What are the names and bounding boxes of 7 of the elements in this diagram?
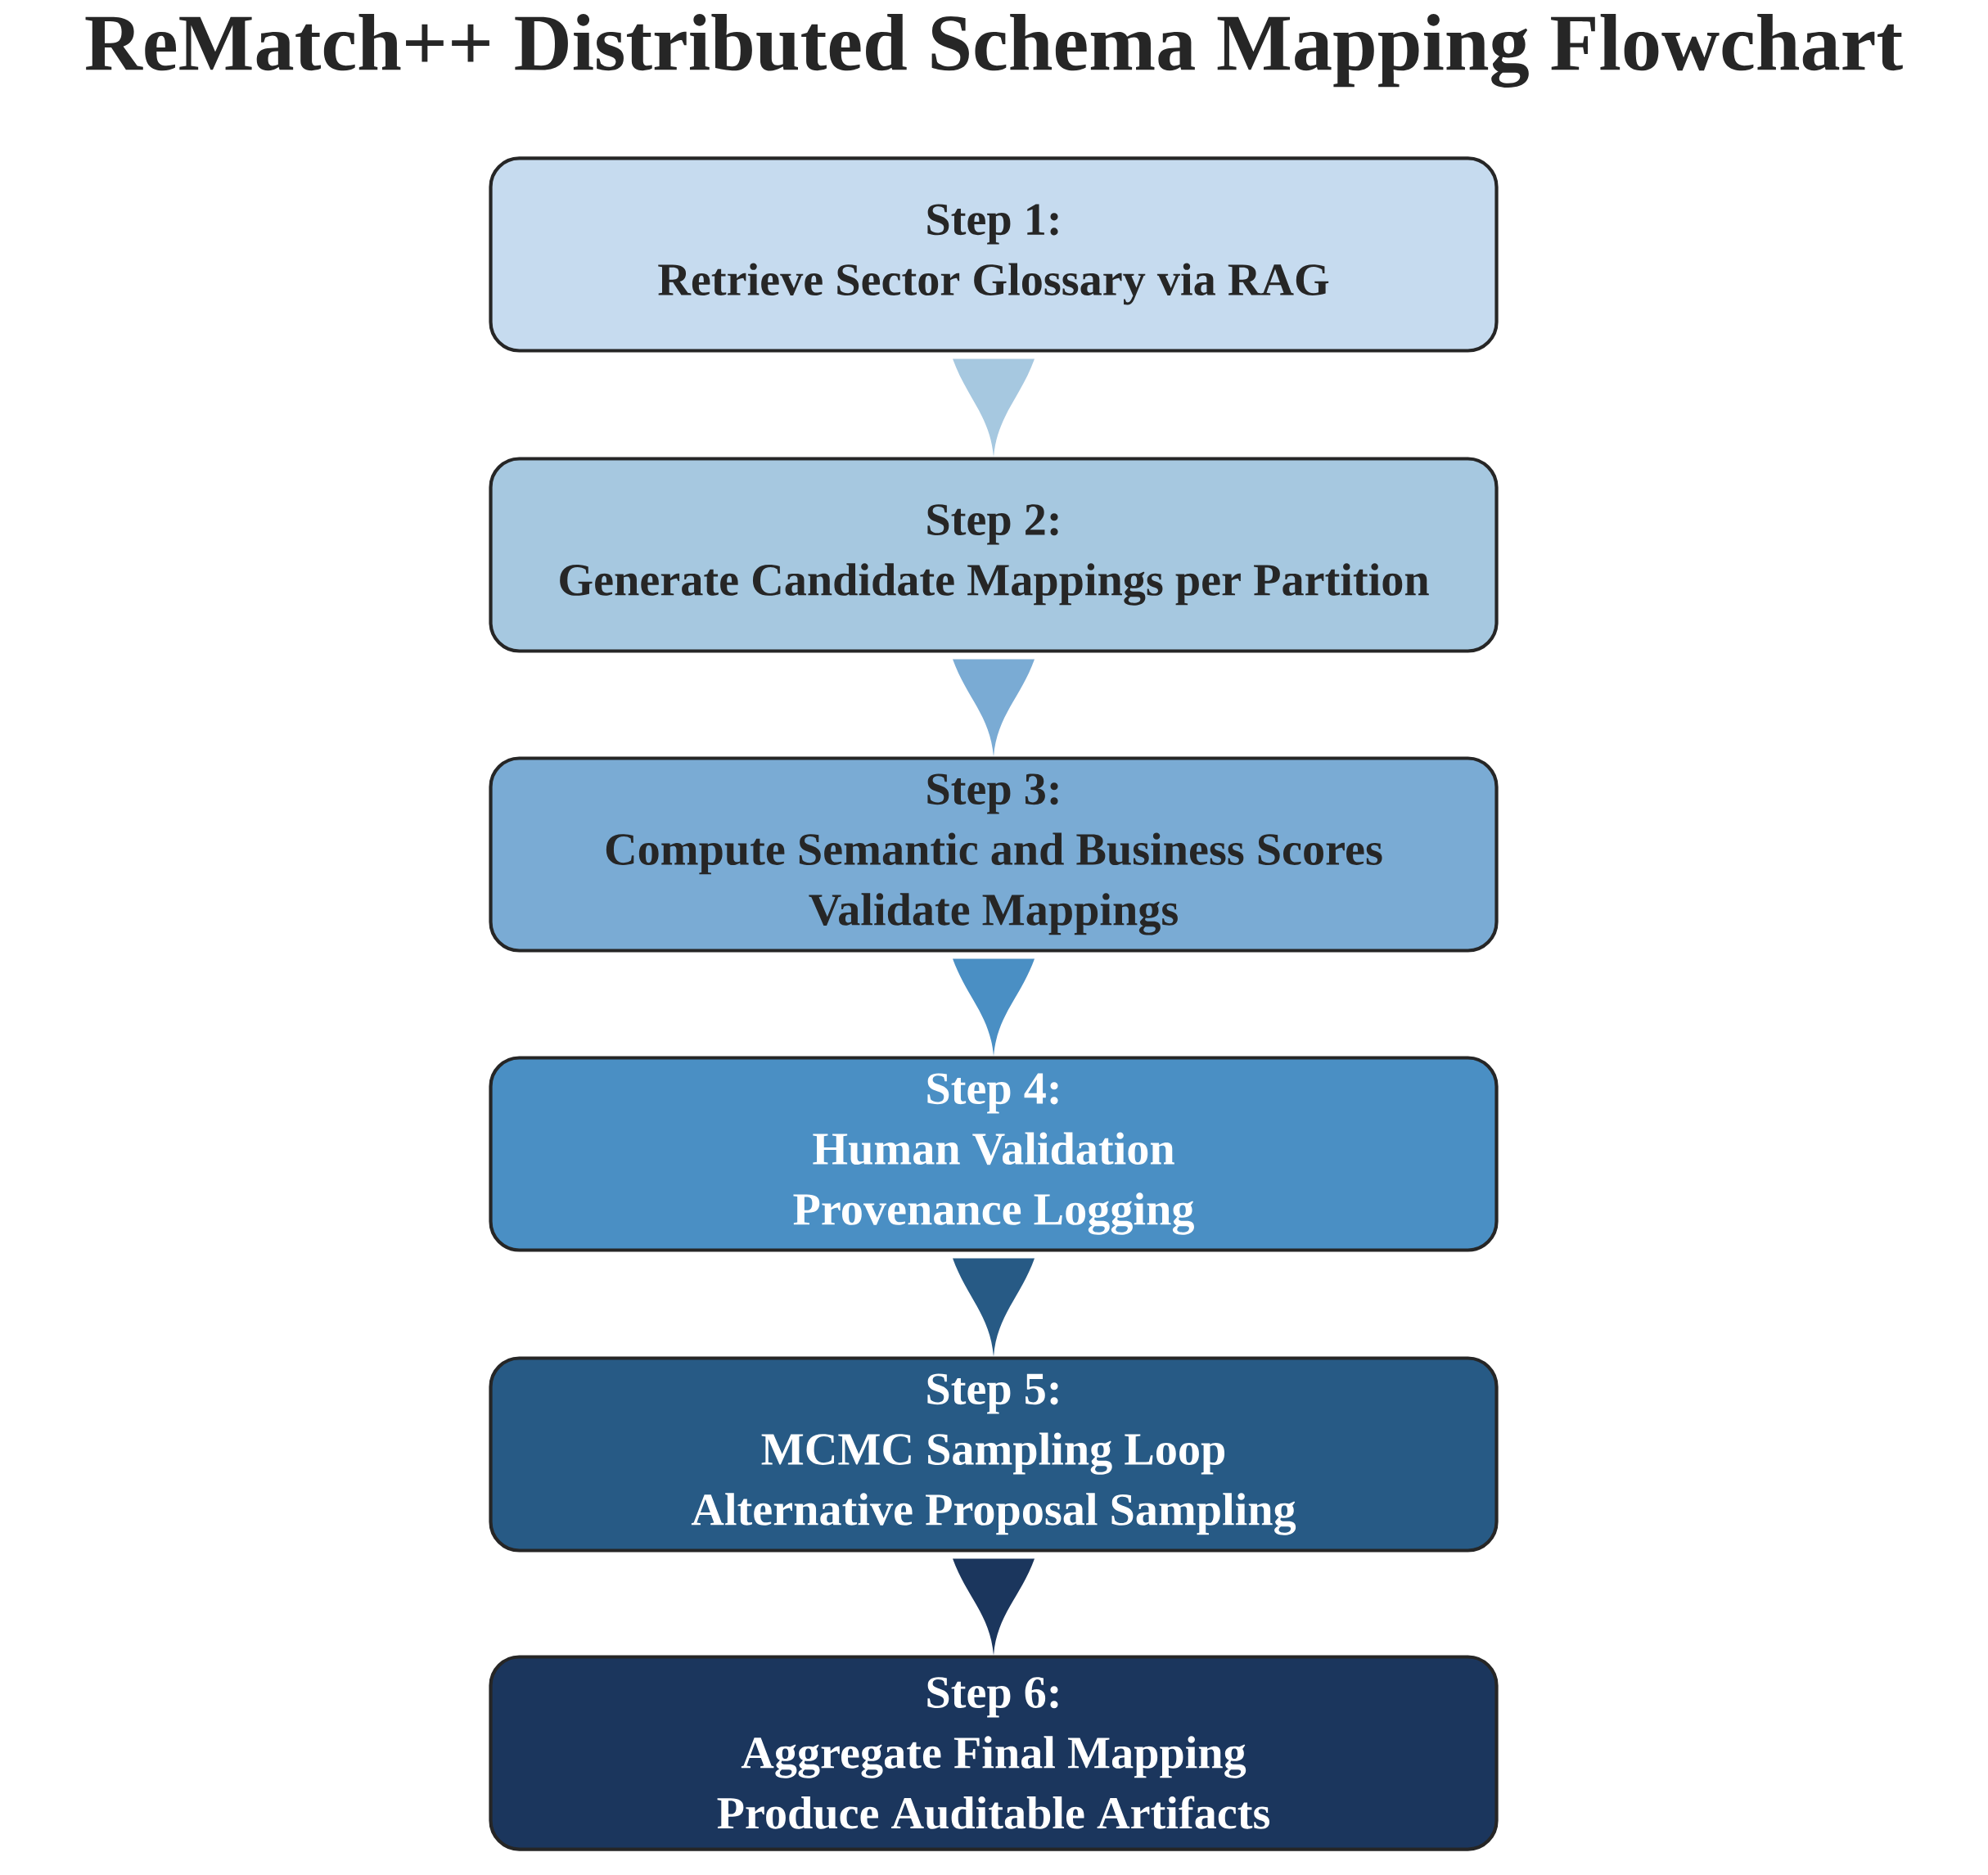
process-box: Step 4: Human Validation Provenance Logging [489,1056,1499,1252]
process-box: Step 3: Compute Semantic and Business Scores Validate Mappings [489,756,1499,953]
process-box: Step 1: Retrieve Sector Glossary via RAG [489,156,1499,353]
process-box: Step 5: MCMC Sampling Loop Alternative Proposal Sampling [489,1356,1499,1553]
process-box: Step 6: Aggregate Final Mapping Produce Auditable Artifacts [489,1655,1499,1851]
title: ReMatch++ Distributed Schema Mapping Flowchart [85,13,1903,88]
process-box: Step 2: Generate Candidate Mappings per Partition [489,457,1499,653]
